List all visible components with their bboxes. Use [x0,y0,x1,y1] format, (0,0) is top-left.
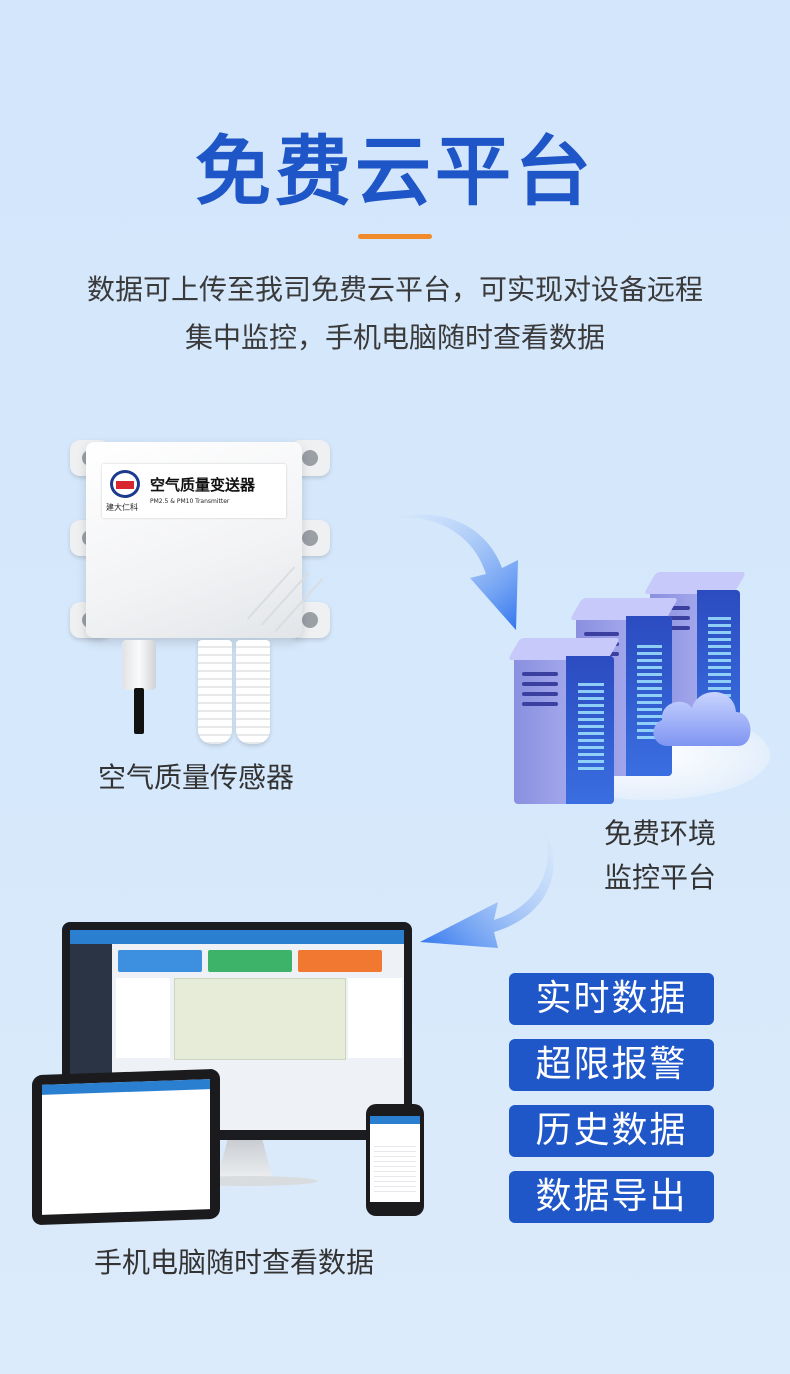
title-underline [358,234,432,239]
sensor-label-title: 空气质量变送器 [150,476,256,494]
brand-logo-icon [110,470,140,498]
phone-image [366,1104,424,1216]
tablet-image [32,1068,220,1226]
arrow-down-left-icon [420,822,554,948]
platform-caption-line-1: 免费环境 [604,817,717,850]
platform-caption: 免费环境 监控平台 [604,812,744,900]
air-quality-sensor-image: 建大仁科 空气质量变送器 PM2.5 & PM10 Transmitter [68,432,330,762]
cable [134,688,144,734]
sensor-probe [198,640,232,744]
subtitle-line-1: 数据可上传至我司免费云平台，可实现对设备远程 [86,273,703,306]
feature-overlimit-alarm: 超限报警 [509,1039,714,1091]
cloud-server-illustration [507,560,770,810]
feature-realtime-data: 实时数据 [509,973,714,1025]
feature-history-data: 历史数据 [509,1105,714,1157]
brand-name: 建大仁科 [106,503,138,512]
page-title: 免费云平台 [195,127,595,216]
monitor-stand-foot [178,1176,318,1186]
sensor-probe [236,640,270,744]
monitor-stand [217,1140,273,1180]
map-preview [174,978,346,1060]
devices-caption: 手机电脑随时查看数据 [94,1246,375,1279]
server-tower [507,638,621,804]
sensor-label-subtitle: PM2.5 & PM10 Transmitter [150,498,230,505]
page-subtitle: 数据可上传至我司免费云平台，可实现对设备远程 集中监控，手机电脑随时查看数据 [40,266,750,362]
sensor-caption: 空气质量传感器 [98,761,295,794]
cable-gland [122,640,156,690]
sensor-label: 建大仁科 空气质量变送器 PM2.5 & PM10 Transmitter [102,464,286,518]
cloud-icon [653,691,751,746]
platform-caption-line-2: 监控平台 [604,861,717,894]
subtitle-line-2: 集中监控，手机电脑随时查看数据 [184,321,605,354]
feature-data-export: 数据导出 [509,1171,714,1223]
arrow-down-right-icon [378,514,518,630]
